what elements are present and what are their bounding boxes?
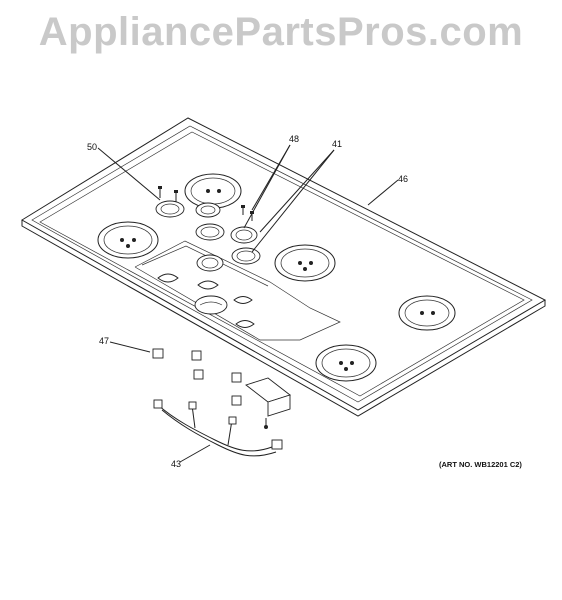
wire-harness bbox=[153, 399, 283, 457]
burner-center-right bbox=[274, 244, 336, 282]
burner-base-cluster bbox=[155, 186, 261, 272]
callout-50: 50 bbox=[87, 142, 97, 152]
callout-48: 48 bbox=[289, 134, 299, 144]
burner-far-right bbox=[398, 295, 456, 331]
burner-left bbox=[97, 221, 159, 259]
callout-47: 47 bbox=[99, 336, 109, 346]
lower-burner-bases bbox=[157, 273, 255, 328]
burner-top bbox=[184, 173, 242, 209]
spark-module-bracket bbox=[245, 377, 291, 429]
cooktop-panel bbox=[21, 117, 547, 417]
watermark-logo: AppliancePartsPros.com bbox=[38, 10, 524, 54]
leader-lines bbox=[97, 144, 399, 463]
callout-43: 43 bbox=[171, 459, 181, 469]
callout-41: 41 bbox=[332, 139, 342, 149]
spark-switches bbox=[152, 348, 242, 406]
art-number: (ART NO. WB12201 C2) bbox=[439, 460, 522, 469]
burner-bottom bbox=[315, 344, 377, 382]
callout-46: 46 bbox=[398, 174, 408, 184]
